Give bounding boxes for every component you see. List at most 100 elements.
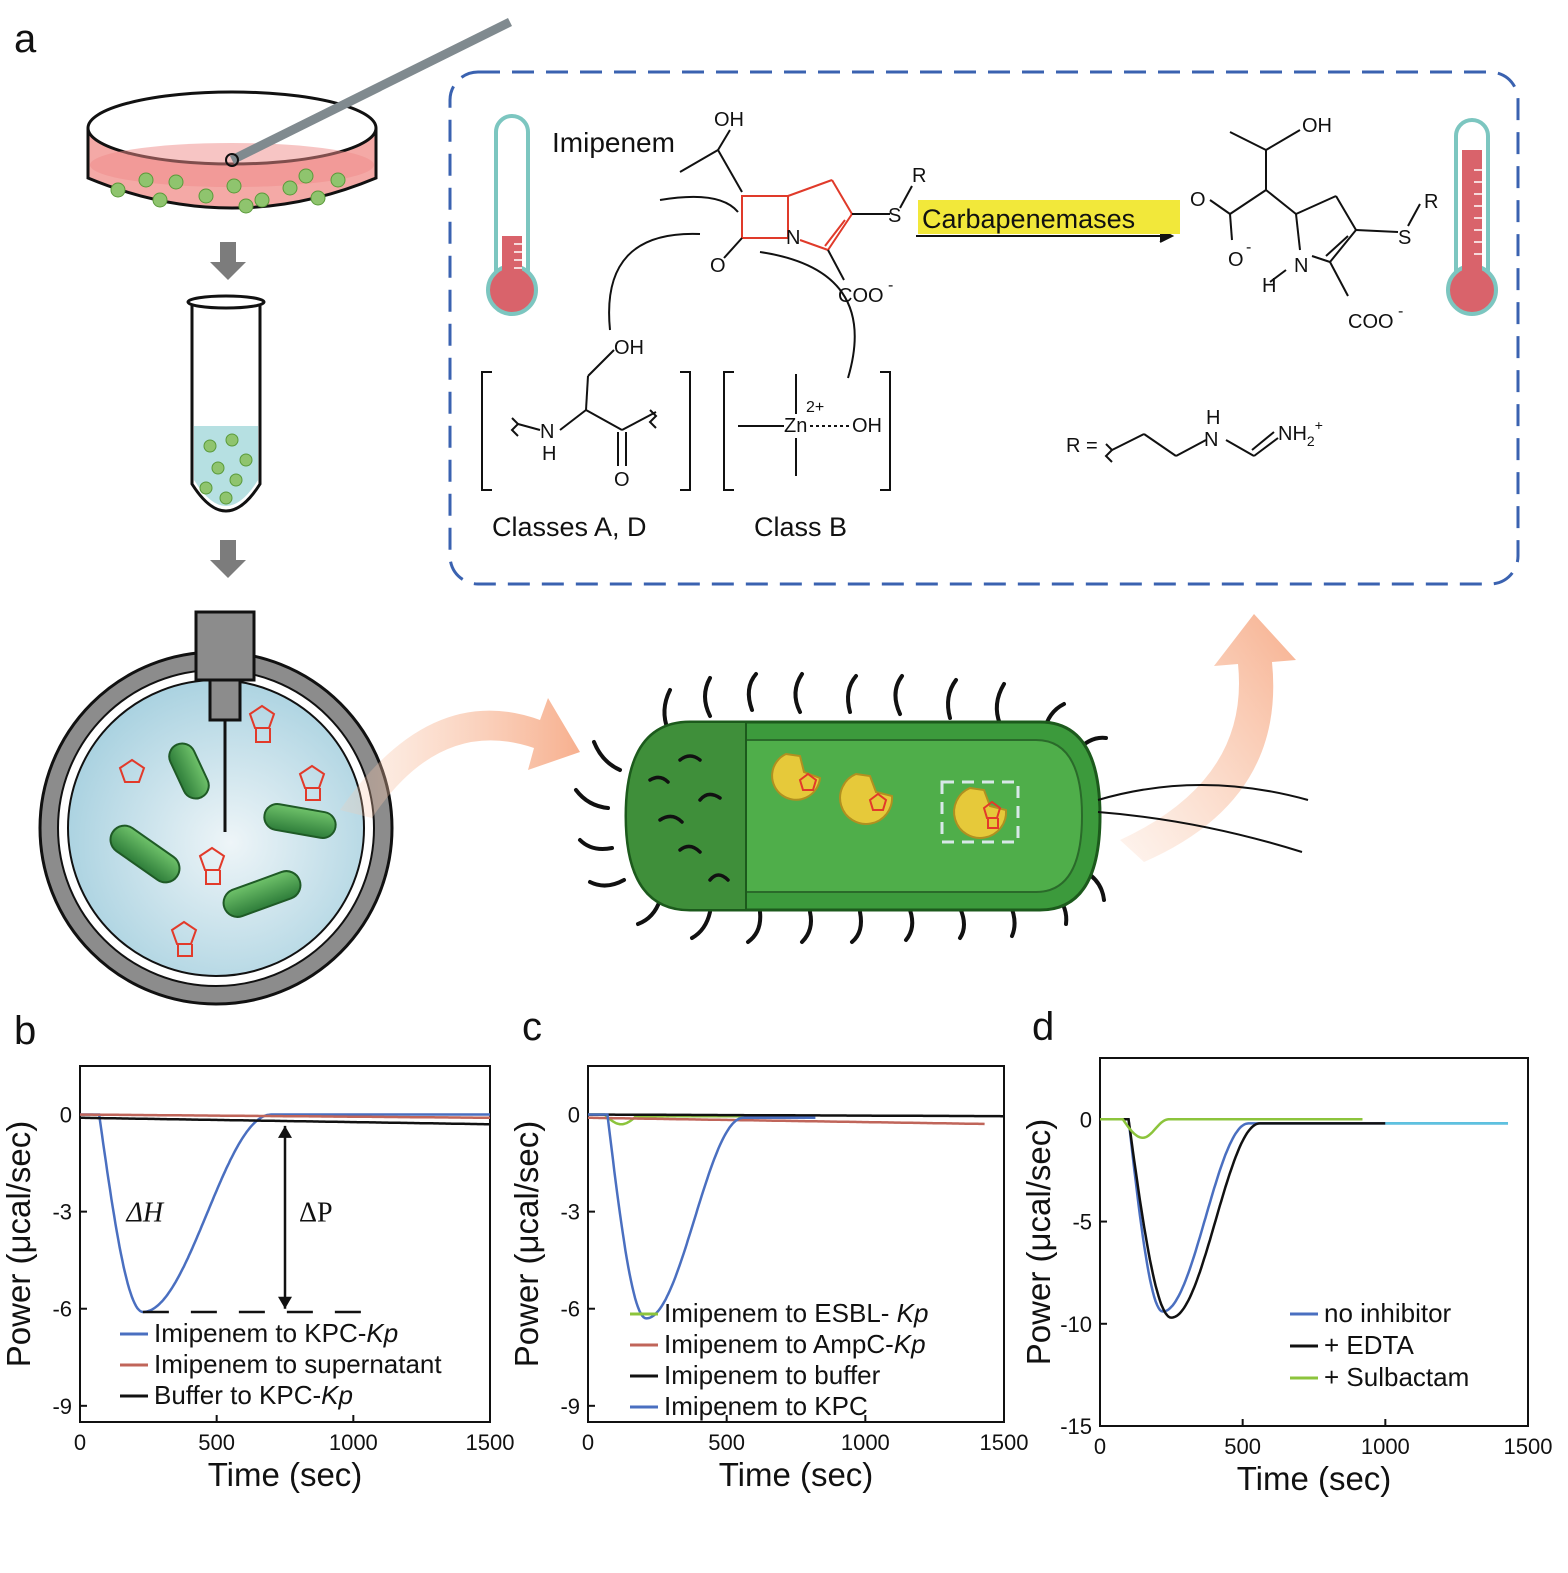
- s-label-2: S: [1398, 227, 1411, 249]
- zinc-center-structure: [723, 371, 891, 491]
- series-line-1: [79, 1113, 490, 1120]
- oh-label-3: OH: [614, 337, 644, 359]
- imipenem-structure: [608, 129, 1175, 379]
- enzyme-label: Carbapenemases: [922, 204, 1135, 234]
- y-tick-label: -6: [560, 1297, 580, 1322]
- s-label-1: S: [888, 205, 901, 227]
- imipenem-label: Imipenem: [552, 127, 675, 158]
- serine-residue-structure: [481, 349, 691, 491]
- legend-label: Buffer to KPC-Kp: [154, 1380, 353, 1410]
- y-tick-label: 0: [568, 1103, 580, 1128]
- y-tick-label: -9: [560, 1394, 580, 1419]
- x-tick-label: 0: [1094, 1434, 1106, 1459]
- zn-charge: 2+: [806, 399, 824, 416]
- x-tick-label: 0: [582, 1430, 594, 1455]
- legend-label: Imipenem to supernatant: [154, 1349, 442, 1379]
- coo-label-1: COO: [838, 285, 884, 307]
- calorimeter-cell-illustration: [38, 610, 394, 1006]
- arrow-to-bacterium: [340, 698, 580, 818]
- zn-label: Zn: [784, 415, 807, 437]
- down-arrow-1: [210, 242, 246, 280]
- y-axis-title: Power (μcal/sec): [1020, 1119, 1057, 1365]
- h-label-2: H: [1262, 275, 1276, 297]
- o-label-1: O: [710, 255, 726, 277]
- x-tick-label: 1500: [980, 1430, 1029, 1455]
- plot-frame: [79, 1065, 491, 1423]
- legend-label: Imipenem to ESBL- Kp: [664, 1298, 928, 1328]
- panel-b-letter: b: [14, 1009, 36, 1053]
- y-tick-label: -6: [52, 1297, 72, 1322]
- coo-charge-2: -: [1398, 303, 1403, 320]
- x-tick-label: 1500: [466, 1430, 515, 1455]
- plot-frame: [587, 1065, 1005, 1423]
- plot-frame: [1099, 1057, 1529, 1427]
- oh-label-4: OH: [852, 415, 882, 437]
- thermometer-low-icon: [486, 114, 538, 316]
- series-line-1: [588, 1116, 985, 1126]
- h-label-4: H: [1206, 407, 1220, 429]
- hydrolyzed-product-structure: [1209, 129, 1421, 297]
- o-label-2: O: [1190, 189, 1206, 211]
- legend-label: Imipenem to buffer: [664, 1360, 881, 1390]
- o-label-4: O: [614, 469, 630, 491]
- x-axis-title: Time (sec): [208, 1456, 363, 1493]
- n-label-3: N: [540, 421, 554, 443]
- class-b-label: Class B: [754, 512, 847, 542]
- test-tube-illustration: [186, 294, 266, 513]
- arrow-to-reaction: [1120, 614, 1296, 862]
- oh-label-2: OH: [1302, 115, 1332, 137]
- x-tick-label: 0: [74, 1430, 86, 1455]
- y-tick-label: -3: [560, 1200, 580, 1225]
- x-tick-label: 500: [708, 1430, 745, 1455]
- series-line-3: [588, 1113, 816, 1320]
- n-label-2: N: [1294, 255, 1308, 277]
- y-tick-label: -15: [1060, 1414, 1092, 1439]
- nh2-label: NH2+: [1278, 417, 1323, 449]
- panel-d-letter: d: [1032, 1005, 1054, 1049]
- legend-label: no inhibitor: [1324, 1298, 1452, 1328]
- oh-label-1: OH: [714, 109, 744, 131]
- down-arrow-2: [210, 540, 246, 578]
- n-label-1: N: [786, 227, 800, 249]
- o-label-3: O: [1228, 249, 1244, 271]
- delta-p-arrowhead-bottom: [278, 1296, 292, 1309]
- x-tick-label: 1500: [1504, 1434, 1553, 1459]
- y-axis-title: Power (μcal/sec): [0, 1121, 37, 1367]
- r-label-1: R: [912, 165, 926, 187]
- x-axis-title: Time (sec): [1237, 1460, 1392, 1497]
- delta-p-annotation: ΔP: [299, 1198, 333, 1229]
- series-line-2: [80, 1116, 491, 1126]
- x-tick-label: 1000: [1361, 1434, 1410, 1459]
- o-charge-2: -: [1246, 239, 1251, 256]
- classes-ad-label: Classes A, D: [492, 512, 647, 542]
- legend-label: + Sulbactam: [1324, 1362, 1469, 1392]
- reaction-frame: [448, 70, 1520, 586]
- series-line-2: [1100, 1118, 1363, 1139]
- y-axis-title: Power (μcal/sec): [508, 1121, 545, 1367]
- x-tick-label: 1000: [841, 1430, 890, 1455]
- series-line-2: [587, 1113, 1004, 1118]
- thermometer-high-icon: [1446, 118, 1498, 316]
- r-label-2: R: [1424, 191, 1438, 213]
- x-tick-label: 500: [1224, 1434, 1261, 1459]
- y-tick-label: -9: [52, 1394, 72, 1419]
- legend-label: Imipenem to KPC-Kp: [154, 1318, 398, 1348]
- x-tick-label: 500: [198, 1430, 235, 1455]
- y-tick-label: 0: [1080, 1107, 1092, 1132]
- coo-label-2: COO: [1348, 311, 1394, 333]
- legend-label: Imipenem to KPC: [664, 1391, 868, 1421]
- r-group-prefix: R =: [1066, 435, 1098, 457]
- y-tick-label: -5: [1072, 1210, 1092, 1235]
- enzyme-highlight: [918, 200, 1180, 234]
- y-tick-label: -10: [1060, 1312, 1092, 1337]
- panel-c-letter: c: [522, 1005, 542, 1049]
- y-tick-label: -3: [52, 1200, 72, 1225]
- n-label-4: N: [1204, 429, 1218, 451]
- delta-h-annotation: ΔH: [125, 1198, 164, 1229]
- legend-label: + EDTA: [1324, 1330, 1414, 1360]
- panel-a-letter: a: [14, 17, 37, 61]
